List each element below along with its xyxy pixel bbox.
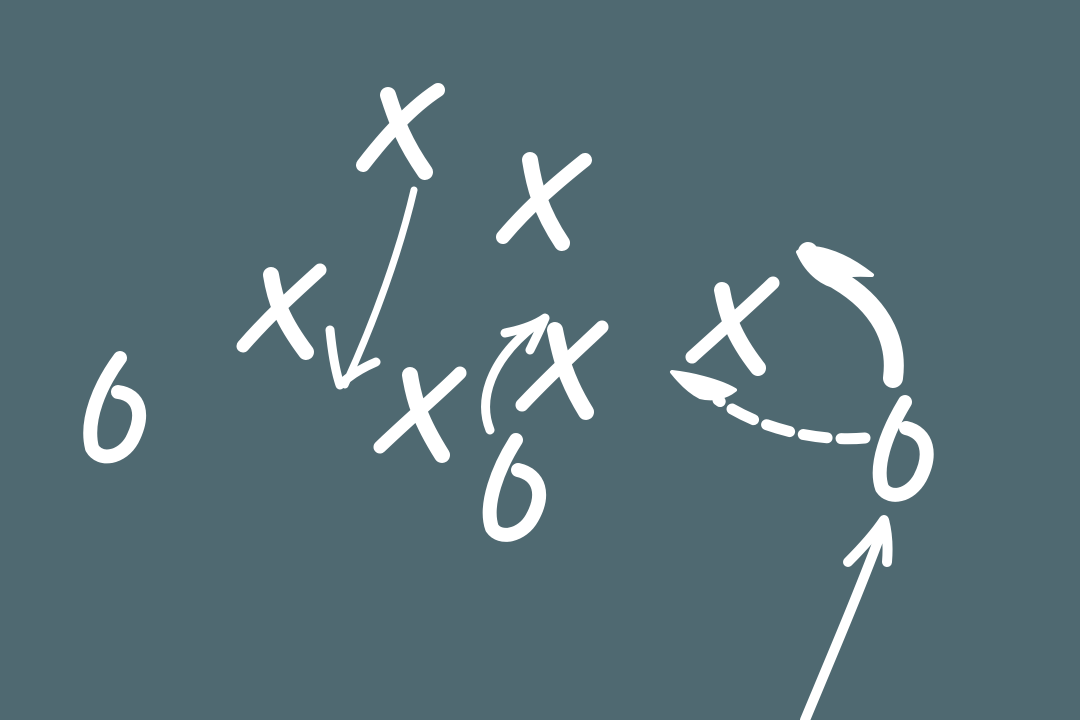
player-x-center-right [515, 320, 609, 420]
arrow-motion-thick-curved [796, 242, 904, 388]
arrow-route-curved-up [481, 313, 550, 435]
player-x-right [685, 276, 780, 376]
player-o-right [872, 395, 934, 502]
player-x-top [356, 83, 445, 180]
player-o-bottom-center [482, 433, 547, 542]
arrow-route-down-left [325, 186, 418, 390]
player-x-center-left [373, 366, 467, 463]
player-o-left [83, 351, 147, 464]
arrow-route-from-bottom [800, 515, 893, 720]
player-x-upper-middle [496, 152, 592, 251]
arrow-pass-dashed [670, 370, 871, 445]
player-x-left [236, 263, 327, 360]
